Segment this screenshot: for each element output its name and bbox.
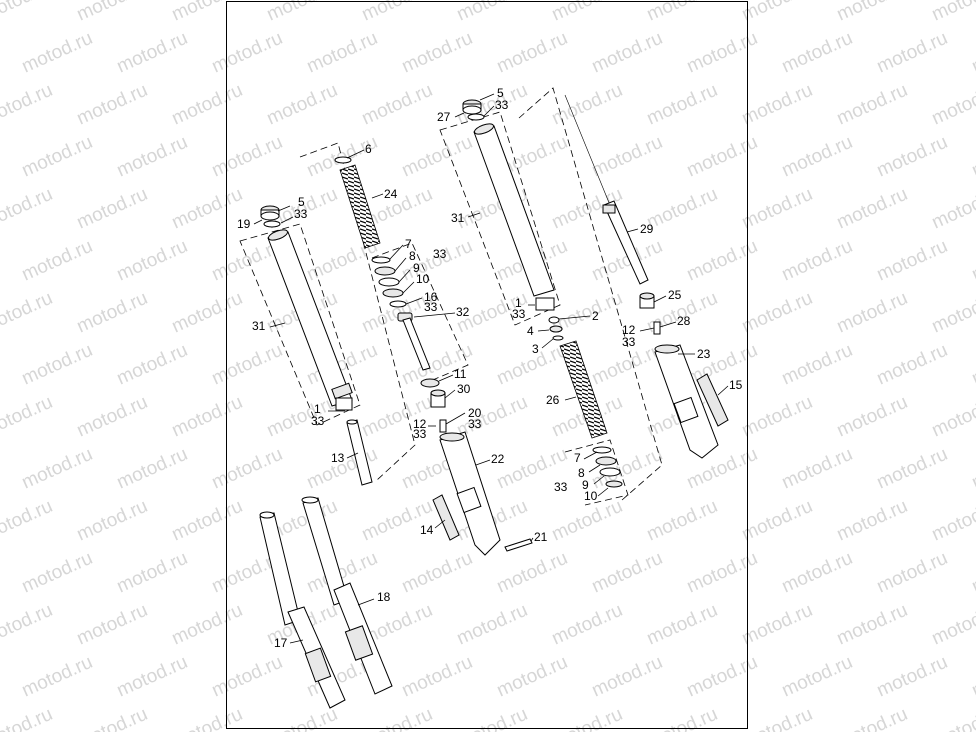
callout-17: 17 (274, 636, 288, 650)
callout-15: 15 (729, 378, 743, 392)
cartridge-29 (564, 94, 649, 285)
callout-6: 6 (365, 142, 372, 156)
callout-11: 11 (454, 367, 467, 381)
group-box-left-damper (371, 242, 469, 383)
callout-32: 32 (456, 305, 470, 319)
o-ring-5 (263, 220, 281, 228)
diagram-frame (226, 1, 748, 729)
callout-14: 14 (420, 523, 434, 537)
callouts: 6 24 5 33 19 7 33 8 9 10 16 33 32 31 11 … (237, 86, 743, 650)
callout-33: 33 (294, 207, 308, 221)
damper-rod-32 (397, 312, 431, 371)
group-box-left-tube (239, 223, 361, 426)
part-4 (549, 325, 563, 333)
callout-16: 16 (424, 290, 438, 304)
callout-5-right: 5 (497, 86, 504, 100)
callout-31-right: 31 (451, 211, 465, 225)
callout-25: 25 (668, 288, 682, 302)
callout-23: 23 (697, 347, 711, 361)
spring-24 (339, 164, 381, 249)
washer-6 (334, 156, 352, 164)
callout-18: 18 (377, 590, 391, 604)
group-box-right-damper (564, 439, 629, 506)
bushing-1-right (535, 297, 555, 311)
callout-10-right: 10 (584, 489, 598, 503)
bolt-21 (504, 538, 533, 552)
group-box-right-tube (439, 111, 561, 326)
seal-19 (260, 205, 280, 221)
o-ring-5-right (467, 113, 485, 121)
callout-5: 5 (298, 195, 305, 209)
callout-33: 33 (495, 98, 509, 112)
callout-19: 19 (237, 217, 251, 231)
callout-22: 22 (491, 452, 505, 466)
callout-12-right: 12 (622, 323, 636, 337)
callout-33: 33 (622, 335, 636, 349)
leader-lines (253, 93, 729, 644)
seal-27 (462, 99, 482, 115)
bushing-25 (639, 292, 655, 309)
callout-7-right: 7 (574, 451, 581, 465)
bushing-1-left (335, 397, 353, 411)
callout-33: 33 (468, 417, 482, 431)
valve-20 (439, 419, 447, 433)
valve-28 (653, 321, 661, 335)
part-3 (552, 335, 564, 341)
callout-33: 33 (433, 247, 447, 261)
callout-1-right: 1 (515, 296, 522, 310)
callout-33: 33 (424, 300, 438, 314)
callout-9-right: 9 (582, 478, 589, 492)
guard-15 (696, 373, 729, 427)
callout-8-right: 8 (578, 466, 585, 480)
callout-13: 13 (331, 451, 345, 465)
callout-20: 20 (468, 406, 482, 420)
fork-tube-left (267, 229, 353, 407)
callout-29: 29 (640, 222, 654, 236)
callout-1: 1 (314, 402, 321, 416)
callout-26: 26 (546, 393, 560, 407)
callout-33: 33 (512, 307, 526, 321)
callout-12: 12 (413, 417, 427, 431)
callout-33: 33 (413, 427, 427, 441)
callout-10: 10 (416, 272, 430, 286)
callout-2: 2 (592, 309, 599, 323)
callout-7: 7 (405, 237, 412, 251)
callout-9: 9 (413, 261, 420, 275)
slider-23 (654, 344, 719, 459)
callout-21: 21 (534, 530, 548, 544)
group-box-right-internal (518, 87, 663, 501)
spring-26 (559, 340, 608, 439)
group-box-left-internal (299, 142, 416, 481)
slider-22 (439, 431, 501, 556)
callout-3: 3 (532, 342, 539, 356)
callout-27: 27 (437, 110, 451, 124)
fork-assembly-17 (259, 511, 346, 709)
callout-8: 8 (409, 249, 416, 263)
callout-4: 4 (527, 324, 534, 338)
ring-11 (420, 378, 440, 388)
callout-30: 30 (457, 382, 471, 396)
guard-14 (432, 494, 460, 541)
part-2 (548, 316, 560, 324)
fork-tube-right (473, 123, 555, 297)
callout-33: 33 (554, 480, 568, 494)
fork-assembly-18 (301, 496, 393, 695)
callout-28: 28 (677, 314, 691, 328)
callout-24: 24 (384, 187, 398, 201)
bushing-30 (430, 389, 446, 408)
callout-33: 33 (311, 414, 325, 428)
slider-tube-13 (346, 419, 373, 486)
callout-31: 31 (252, 319, 266, 333)
damper-stack-right (592, 446, 623, 488)
